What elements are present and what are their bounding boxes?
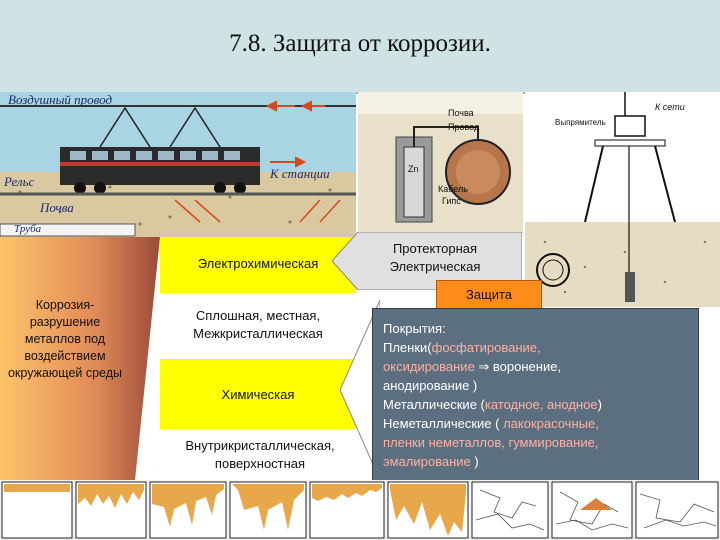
intracrystalline-box: Внутрикристаллическая, поверхностная — [160, 429, 360, 480]
title-bar: 7.8. Защита от коррозии. — [0, 0, 720, 94]
phosphating-text: фосфатирование, — [432, 340, 541, 355]
electrochemical-box: Электрохимическая — [160, 237, 356, 293]
microstructure-samples — [0, 480, 720, 540]
network-scene: К сети Выпрямитель — [525, 92, 720, 307]
coatings-line-6: Неметаллические ( лакокрасочные, — [383, 414, 693, 433]
chemical-box: Химическая — [160, 359, 356, 429]
protection-label-box: Защита — [436, 280, 542, 310]
protector-gypsum-label: Гипс — [442, 196, 461, 206]
coatings-line-3: оксидирование ⇒ воронение, — [383, 357, 693, 376]
coatings-line-8: эмалирование ) — [383, 452, 693, 471]
overhead-wire-label: Воздушный провод — [8, 92, 112, 108]
coatings-line-4: анодирование ) — [383, 376, 693, 395]
pipe-label: Труба — [14, 223, 41, 235]
chemical-label: Химическая — [160, 386, 356, 404]
intracrystalline-label: Внутрикристаллическая, поверхностная — [160, 437, 360, 473]
enameling-text: эмалирование — [383, 454, 471, 469]
solid-local-box: Сплошная, местная, Межкристаллическая — [160, 297, 356, 359]
slide-title: 7.8. Защита от коррозии. — [0, 30, 720, 58]
protector-wire-label: Провод — [448, 122, 479, 132]
electrochemical-label: Электрохимическая — [160, 255, 356, 273]
coatings-line-1: Покрытия: — [383, 319, 693, 338]
to-station-label: К станции — [270, 166, 330, 182]
nonmetallic-label: Неметаллические ( — [383, 416, 503, 431]
coatings-heading: Покрытия: — [383, 321, 446, 336]
coatings-text: Покрытия: Пленки(фосфатирование, оксидир… — [383, 319, 693, 471]
protector-cable-label: Кабель — [438, 184, 468, 194]
protection-methods-label: Протекторная Электрическая — [370, 240, 500, 276]
microstructure-strip — [0, 480, 720, 540]
nonmetal-films-text: пленки неметаллов, гуммирование, — [383, 435, 598, 450]
rectifier-label: Выпрямитель — [555, 118, 606, 127]
protector-soil-label: Почва — [448, 108, 474, 118]
coatings-line-7: пленки неметаллов, гуммирование, — [383, 433, 693, 452]
coatings-line-5: Металлические (катодное, анодное) — [383, 395, 693, 414]
enameling-close: ) — [471, 454, 479, 469]
paint-text: лакокрасочные, — [503, 416, 599, 431]
corrosion-definition: Коррозия- разрушение металлов под воздей… — [4, 297, 126, 382]
cathodic-anodic-text: катодное, анодное — [485, 397, 598, 412]
rail-label: Рельс — [4, 174, 34, 190]
coatings-panel: Покрытия: Пленки(фосфатирование, оксидир… — [372, 308, 699, 482]
coatings-line-2: Пленки(фосфатирование, — [383, 338, 693, 357]
protector-zn-label: Zn — [408, 164, 419, 174]
train-scene: Воздушный провод Рельс К станции Почва Т… — [0, 92, 356, 237]
soil-label: Почва — [40, 200, 74, 216]
bluing-text: ⇒ воронение, — [475, 359, 561, 374]
protection-label: Защита — [437, 286, 541, 304]
anodizing-text: анодирование ) — [383, 378, 477, 393]
oxidation-text: оксидирование — [383, 359, 475, 374]
metallic-close: ) — [598, 397, 602, 412]
to-network-label: К сети — [655, 102, 685, 112]
definition-shape: Коррозия- разрушение металлов под воздей… — [0, 237, 160, 480]
films-label: Пленки( — [383, 340, 432, 355]
protector-illustration — [358, 92, 523, 237]
metallic-label: Металлические ( — [383, 397, 485, 412]
solid-local-label: Сплошная, местная, Межкристаллическая — [170, 307, 346, 343]
protector-scene: Почва Провод Zn Кабель Гипс — [358, 92, 523, 237]
